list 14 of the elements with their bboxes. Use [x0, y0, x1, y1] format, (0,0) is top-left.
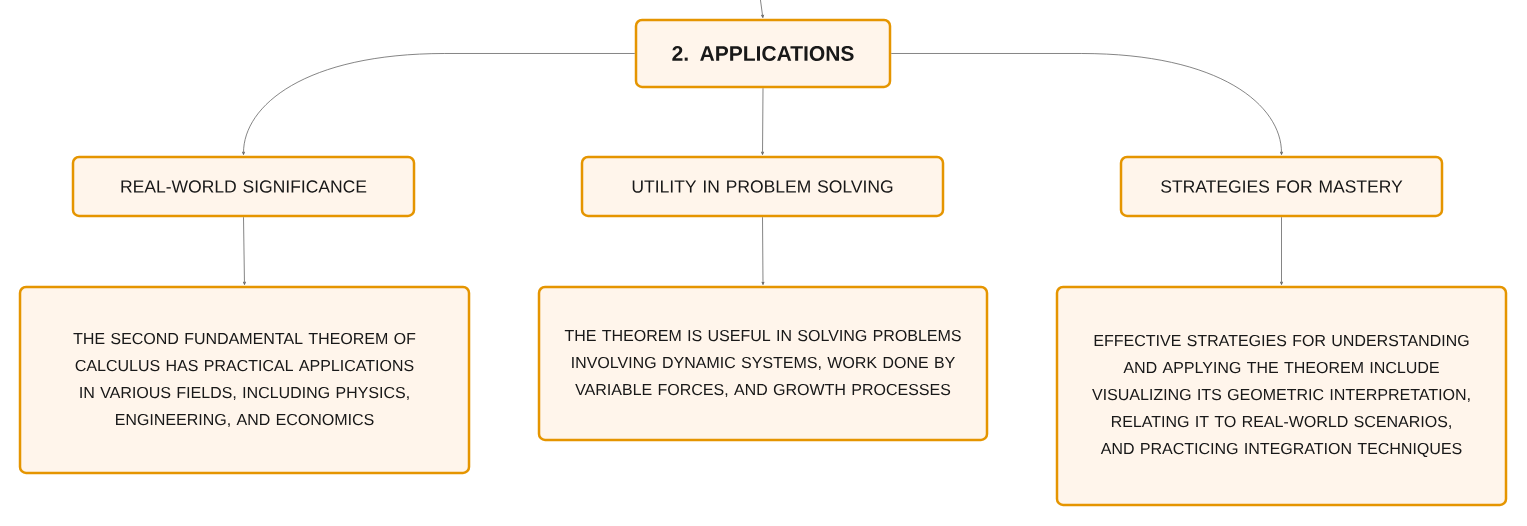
subtopic-box: REAL-WORLD SIGNIFICANCE: [71, 155, 416, 218]
arrow: [242, 216, 246, 286]
topic-box: 2. APPLICATIONS: [634, 18, 892, 89]
arrow: [759, 0, 764, 19]
arrow: [242, 53, 636, 156]
arrow: [761, 216, 765, 286]
description-box: THE SECOND FUNDAMENTAL THEOREM OF CALCULUS HAS PRACTICAL APPLICATIONS IN VARIOUS FIELDS, INCLUDING PHYSICS, ENGINEERING, AND ECONOMICS: [18, 285, 471, 475]
subtopic-box: UTILITY IN PROBLEM SOLVING: [580, 155, 945, 218]
arrow: [1280, 216, 1283, 286]
arrow: [890, 53, 1283, 156]
arrow: [761, 87, 764, 156]
description-box: THE THEOREM IS USEFUL IN SOLVING PROBLEMS INVOLVING DYNAMIC SYSTEMS, WORK DONE BY VARIABLE FORCES, AND GROWTH PROCESSES: [537, 285, 989, 442]
description-box: EFFECTIVE STRATEGIES FOR UNDERSTANDING AND APPLYING THE THEOREM INCLUDE VISUALIZING ITS GEOMETRIC INTERPRETATION, RELATING IT TO REAL-WORLD SCENARIOS, AND PRACTICING INTEGRATION TECHNIQUES: [1055, 285, 1508, 507]
subtopic-box: STRATEGIES FOR MASTERY: [1119, 155, 1444, 218]
